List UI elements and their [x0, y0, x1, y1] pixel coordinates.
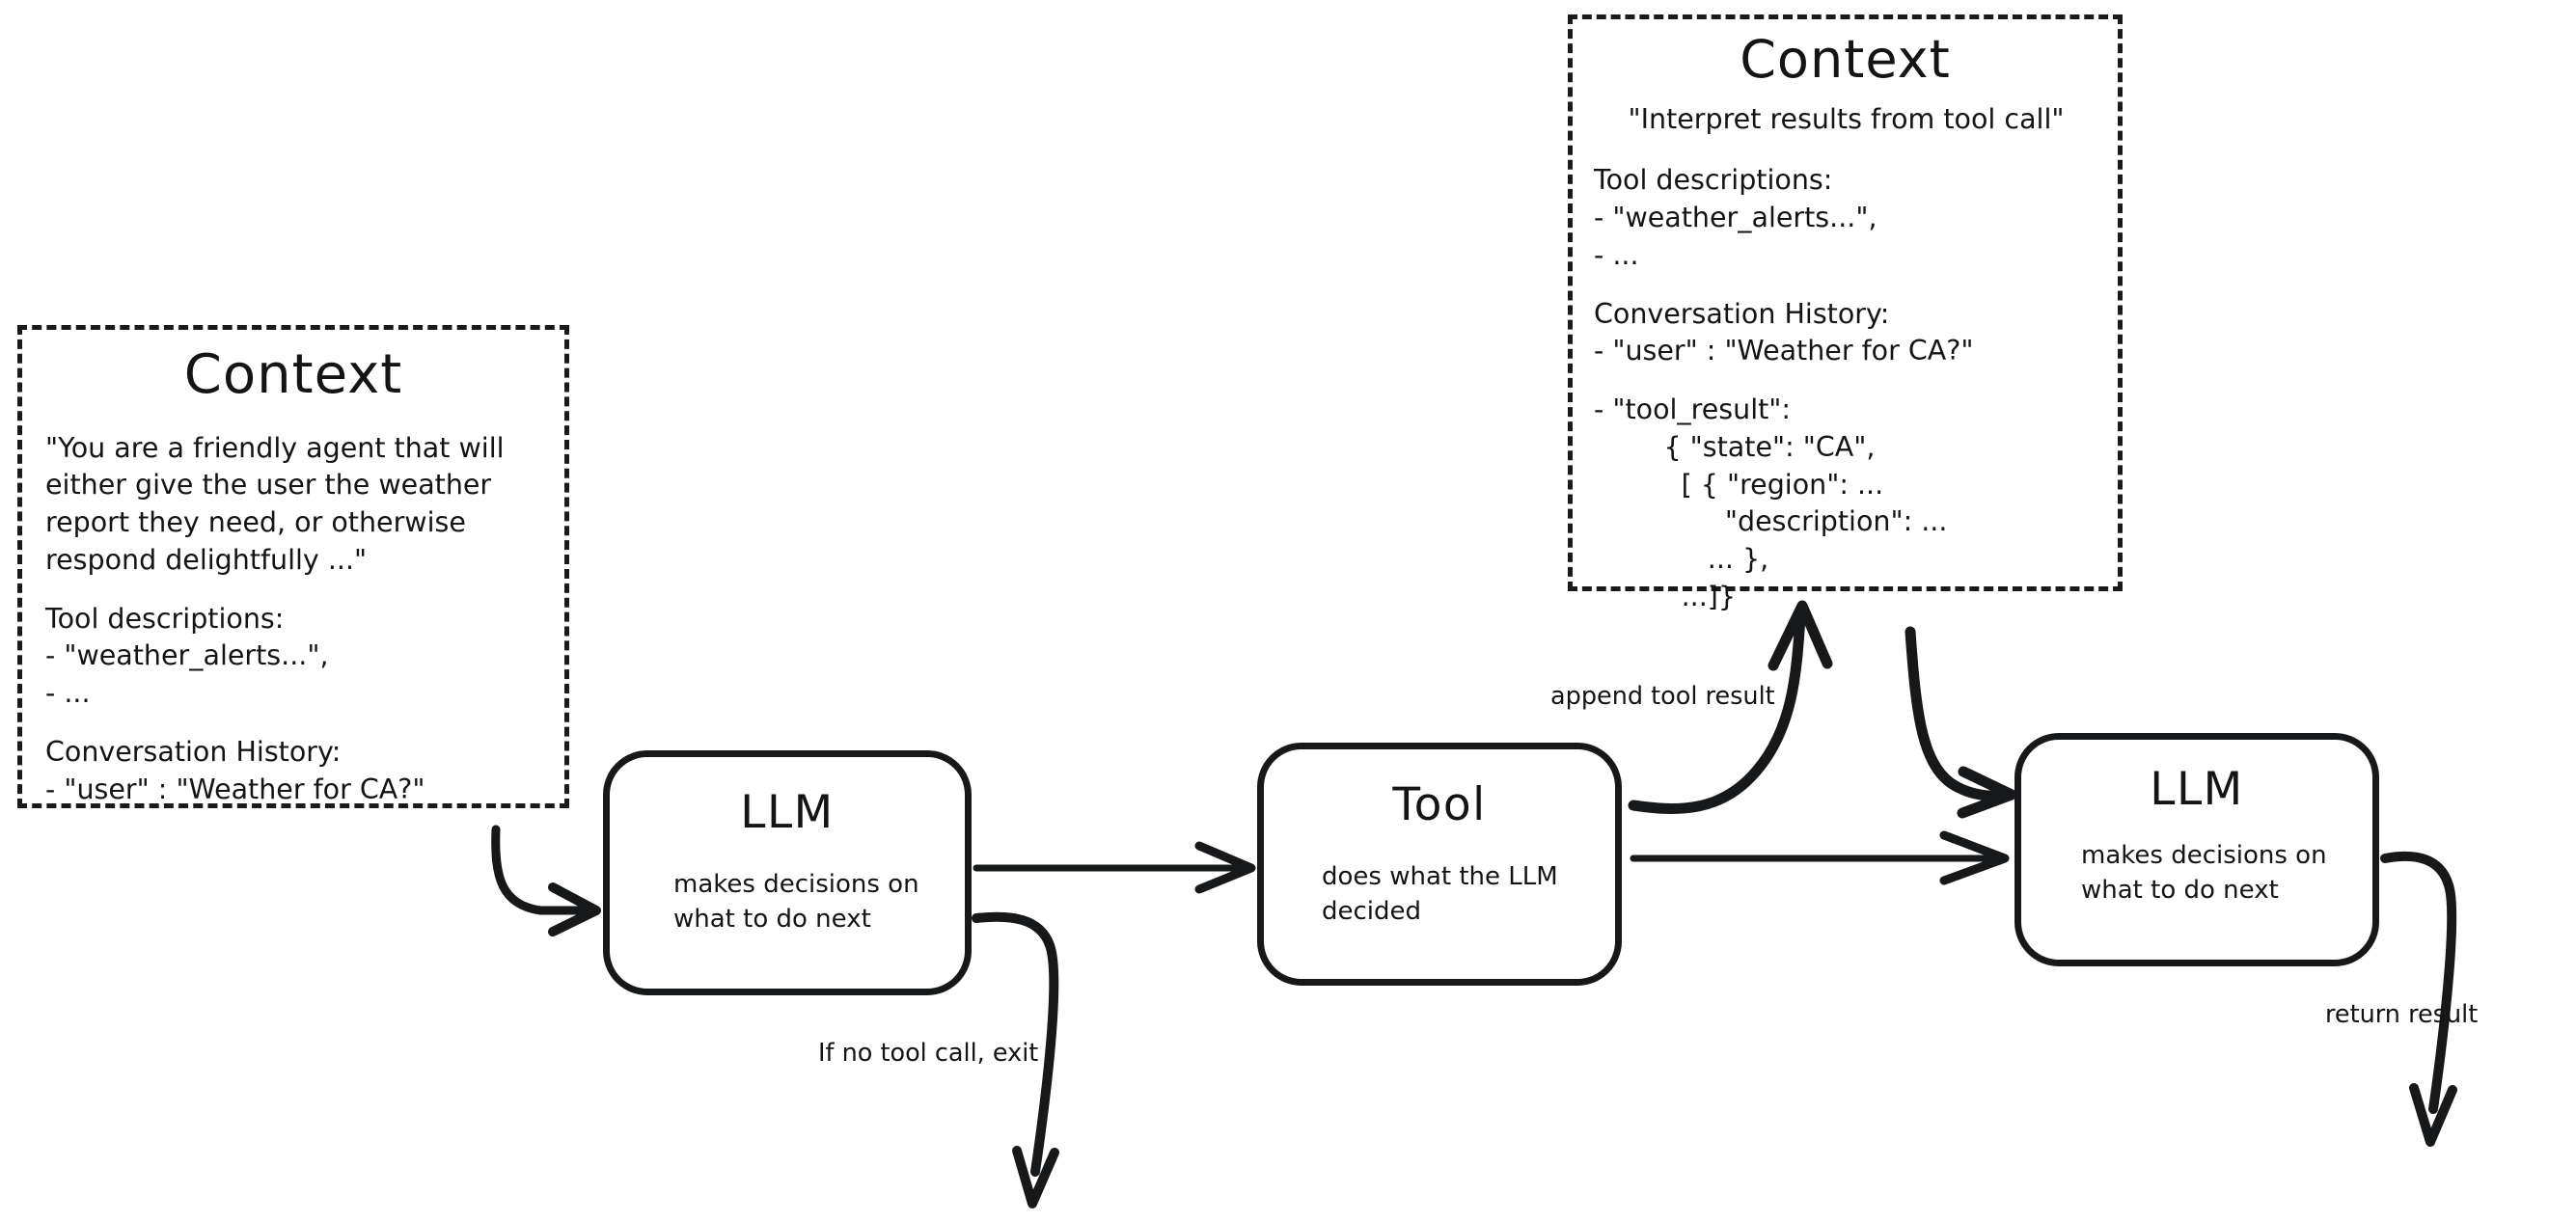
node-llm-second: LLM makes decisions on what to do next — [2014, 733, 2379, 966]
context-left-tool-descriptions: Tool descriptions: - "weather_alerts..."… — [45, 602, 329, 710]
edge-label-return-result: return result — [2325, 1000, 2479, 1029]
edge-label-if-no-tool-call-exit: If no tool call, exit — [818, 1039, 1039, 1068]
context-right-tool-descriptions: Tool descriptions: - "weather_alerts..."… — [1594, 164, 1877, 271]
context-box-left: Context "You are a friendly agent that w… — [17, 325, 569, 808]
context-box-right: Context "Interpret results from tool cal… — [1568, 14, 2123, 612]
arrow-return-result-down — [2380, 851, 2457, 1114]
node-tool: Tool does what the LLM decided — [1257, 743, 1622, 986]
context-left-conversation-history: Conversation History: - "user" : "Weathe… — [45, 735, 425, 805]
arrow-context-right-to-llm2 — [1905, 626, 2008, 801]
node-llm-first-title: LLM — [740, 786, 835, 839]
arrow-llm1-to-tool-head — [1194, 841, 1256, 894]
context-left-title: Context — [183, 343, 403, 406]
context-right-conversation-history: Conversation History: - "user" : "Weathe… — [1594, 297, 1974, 367]
node-llm-second-subtitle: makes decisions on what to do next — [2081, 841, 2327, 905]
arrow-context-left-to-llm1 — [491, 825, 595, 915]
arrow-context-left-to-llm1-head — [548, 882, 601, 936]
context-right-body: "Interpret results from tool call" Tool … — [1573, 103, 2118, 615]
node-tool-title: Tool — [1392, 778, 1487, 831]
context-right-tool-result: - "tool_result": { "state": "CA", [ { "r… — [1594, 393, 1948, 612]
arrow-context-right-to-llm2-head — [1957, 766, 2017, 819]
arrow-exit-down-head — [1012, 1146, 1059, 1208]
context-left-system-prompt: "You are a friendly agent that will eith… — [45, 431, 505, 576]
edge-label-append-tool-result: append tool result — [1550, 682, 1775, 711]
node-llm-first: LLM makes decisions on what to do next — [603, 750, 972, 995]
context-left-body: "You are a friendly agent that will eith… — [22, 430, 564, 809]
arrow-tool-to-llm2-head — [1939, 830, 2010, 885]
arrow-return-result-down-head — [2409, 1083, 2457, 1147]
context-right-title: Context — [1740, 29, 1951, 90]
node-tool-subtitle: does what the LLM decided — [1322, 862, 1558, 926]
node-llm-second-title: LLM — [2150, 763, 2244, 816]
node-llm-first-subtitle: makes decisions on what to do next — [673, 870, 919, 934]
arrow-append-tool-result — [1628, 611, 1806, 814]
context-right-lead: "Interpret results from tool call" — [1628, 103, 2065, 136]
